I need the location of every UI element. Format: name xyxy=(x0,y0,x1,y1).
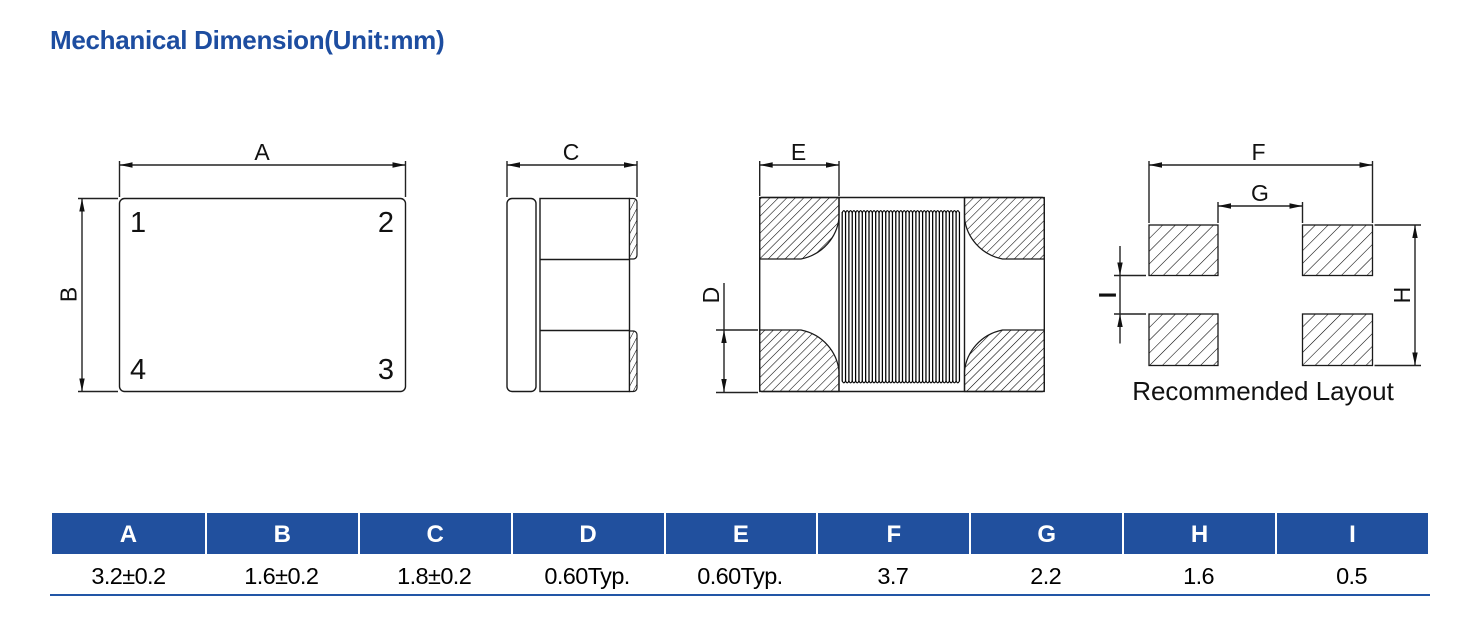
svg-text:1: 1 xyxy=(130,207,146,239)
svg-text:H: H xyxy=(1389,287,1415,304)
svg-text:I: I xyxy=(1095,292,1121,298)
svg-text:C: C xyxy=(563,139,580,165)
svg-text:Recommended Layout: Recommended Layout xyxy=(1132,376,1394,406)
svg-text:E: E xyxy=(791,139,806,165)
svg-text:F: F xyxy=(1251,139,1265,165)
svg-text:4: 4 xyxy=(130,354,146,386)
svg-text:D: D xyxy=(698,287,724,304)
svg-text:G: G xyxy=(1251,180,1269,206)
svg-text:2: 2 xyxy=(378,207,394,239)
svg-text:3: 3 xyxy=(378,354,394,386)
svg-text:B: B xyxy=(56,287,82,302)
svg-text:A: A xyxy=(254,139,270,165)
